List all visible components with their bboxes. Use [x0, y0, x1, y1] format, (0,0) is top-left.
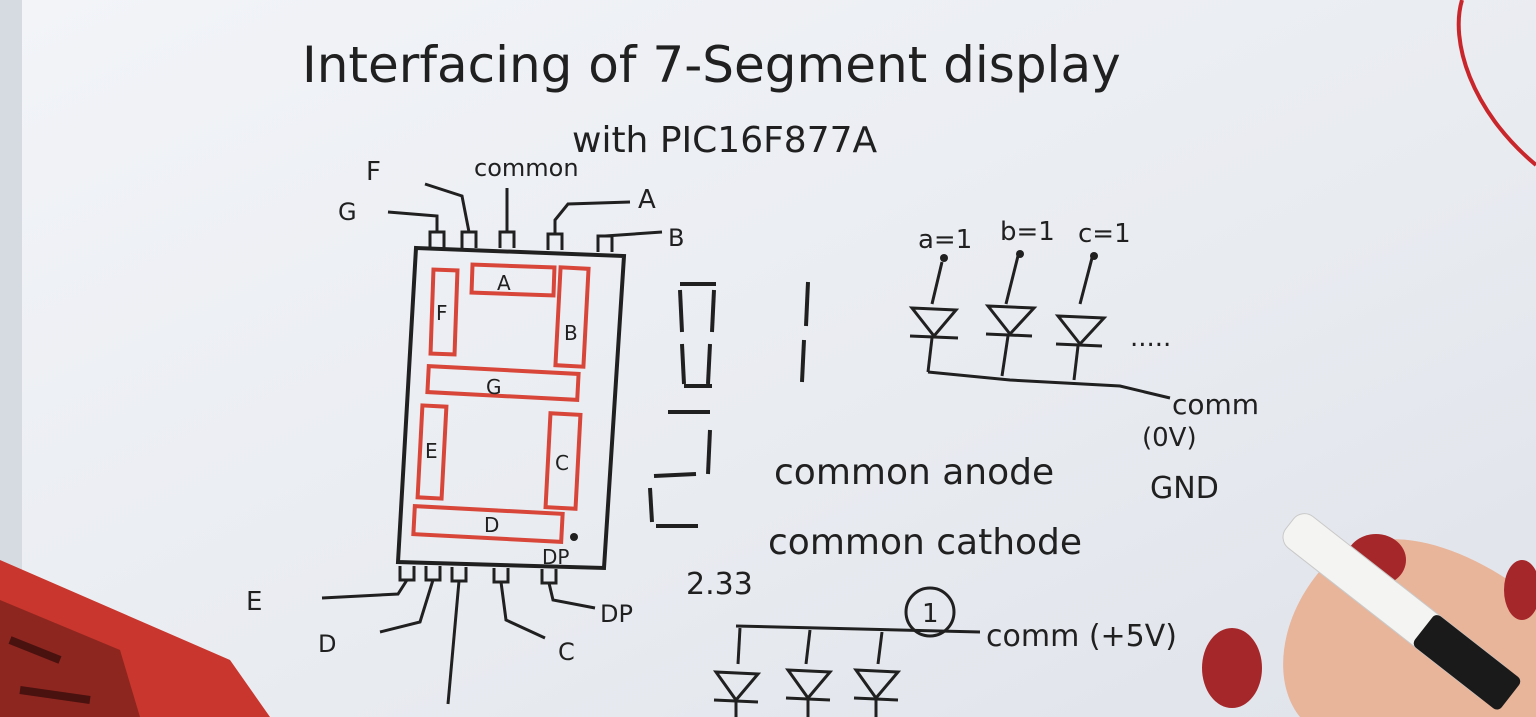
segment-f-shape — [428, 267, 460, 357]
pin-label-d: D — [318, 630, 336, 658]
seven-segment-package: A B C D E F G DP G F common A B E D C DP — [246, 154, 684, 705]
red-case-prop — [0, 560, 270, 717]
red-wire-prop — [1456, 0, 1536, 167]
package-body — [395, 245, 627, 571]
led-comm-label: comm — [1172, 388, 1259, 421]
segment-label-dp: DP — [542, 545, 569, 569]
comm-plus-5v-label: comm (+5V) — [986, 619, 1177, 654]
title-line-2: with PIC16F877A — [572, 120, 878, 161]
decimal-point-dot — [570, 533, 578, 541]
led-label-c: c=1 — [1078, 219, 1131, 249]
segment-b-shape — [553, 265, 591, 369]
digit-zero-sketch — [678, 282, 716, 388]
pin-label-e: E — [246, 587, 262, 617]
led-ellipsis: ..... — [1130, 323, 1171, 353]
pin-label-dp: DP — [600, 600, 633, 628]
paper-left-edge — [0, 0, 22, 717]
led-schematic-bottom — [712, 586, 981, 717]
led-gnd-label: GND — [1150, 471, 1219, 506]
pin-label-common: common — [474, 154, 579, 182]
led-schematic-top — [908, 255, 1171, 400]
led-label-b: b=1 — [1000, 217, 1055, 247]
segment-label-g: G — [486, 375, 502, 399]
pin-label-f: F — [366, 157, 381, 187]
circled-number: 1 — [922, 599, 939, 629]
segment-a-shape — [469, 262, 557, 298]
segment-label-e: E — [425, 439, 438, 463]
digit-two-sketch — [648, 410, 712, 528]
segment-label-b: B — [564, 321, 578, 345]
segment-e-shape — [415, 403, 449, 501]
segment-label-a: A — [497, 271, 511, 295]
common-anode-label: common anode — [774, 452, 1054, 493]
pin-label-b: B — [668, 224, 684, 252]
circled-number-ring — [904, 586, 956, 638]
led-ov-label: (0V) — [1142, 423, 1197, 453]
common-cathode-label: common cathode — [768, 522, 1082, 563]
pin-label-g: G — [338, 198, 357, 226]
top-leads — [387, 182, 663, 238]
pin-label-c: C — [558, 638, 575, 666]
led-label-a: a=1 — [918, 225, 972, 255]
timestamp-note: 2.33 — [686, 567, 753, 602]
segment-d-shape — [411, 504, 565, 544]
hand-with-marker-prop — [1202, 513, 1536, 717]
pin-label-a: A — [638, 185, 656, 215]
led-anode-dots — [940, 250, 1098, 262]
title-line-1: Interfacing of 7-Segment display — [302, 36, 1121, 94]
segment-label-c: C — [555, 451, 569, 475]
segment-label-f: F — [436, 301, 448, 325]
segment-label-d: D — [484, 513, 499, 537]
segment-g-shape — [425, 363, 581, 403]
segment-c-shape — [543, 411, 583, 511]
bottom-leads — [321, 579, 596, 705]
digit-one-sketch — [800, 281, 810, 383]
segment-shapes — [411, 262, 591, 544]
